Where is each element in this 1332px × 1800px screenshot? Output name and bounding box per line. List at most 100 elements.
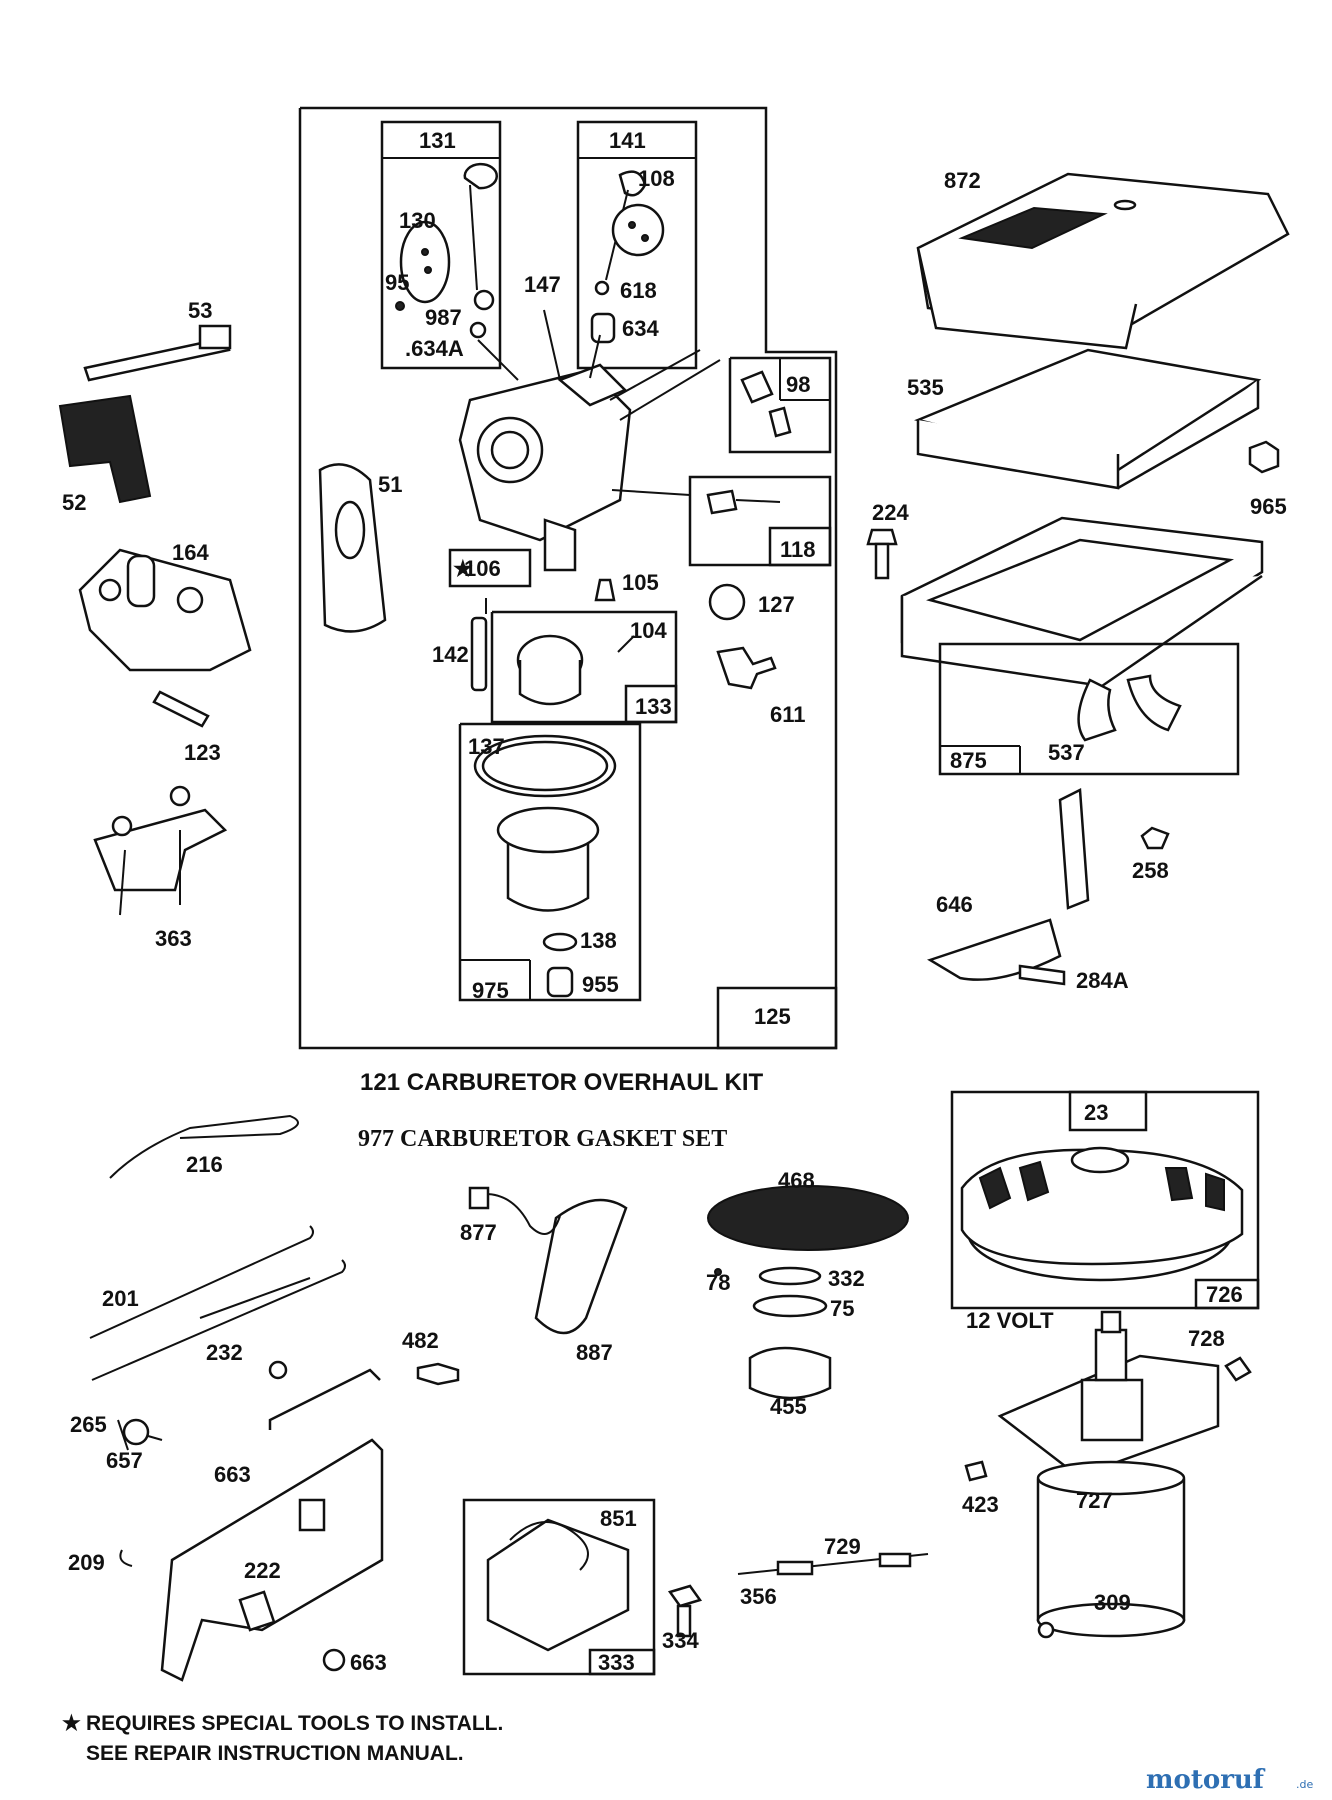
callout-51: 51 bbox=[378, 472, 402, 497]
pin-142-part bbox=[470, 616, 488, 692]
callout-618: 618 bbox=[620, 278, 657, 303]
screw-482-part bbox=[416, 1362, 460, 1386]
callout-164: 164 bbox=[172, 540, 209, 565]
throttle-plate-part bbox=[399, 220, 451, 304]
twelve-volt-caption: 12 VOLT bbox=[966, 1308, 1054, 1333]
callout-137: 137 bbox=[468, 734, 505, 759]
kit-box-851 bbox=[462, 1498, 656, 1676]
intake-164-part bbox=[78, 548, 252, 672]
callout-535: 535 bbox=[907, 375, 944, 400]
callout-975: 975 bbox=[472, 978, 509, 1003]
callout-52: 52 bbox=[62, 490, 86, 515]
kit-box-98 bbox=[728, 356, 832, 454]
nut-965-part bbox=[1248, 440, 1280, 474]
carburetor-body-part bbox=[458, 363, 632, 572]
callout-138: 138 bbox=[580, 928, 617, 953]
valve-105-part bbox=[594, 578, 616, 602]
callout-875: 875 bbox=[950, 748, 987, 773]
bowl-part bbox=[506, 836, 590, 912]
callout-75: 75 bbox=[830, 1296, 854, 1321]
callout-965: 965 bbox=[1250, 494, 1287, 519]
callout-663: 663 bbox=[350, 1650, 387, 1675]
callout-455: 455 bbox=[770, 1394, 807, 1419]
callout-106: 106 bbox=[464, 556, 501, 581]
kit-box-133 bbox=[490, 610, 678, 724]
callout-309: 309 bbox=[1094, 1590, 1131, 1615]
callout-265: 265 bbox=[70, 1412, 107, 1437]
callout-332: 332 bbox=[828, 1266, 865, 1291]
callout-147: 147 bbox=[524, 272, 561, 297]
screw-258-part bbox=[1140, 826, 1170, 850]
overhaul-kit-caption: 121 CARBURETOR OVERHAUL KIT bbox=[360, 1069, 764, 1096]
callout-728: 728 bbox=[1188, 1326, 1225, 1351]
gasket-52-part bbox=[58, 394, 152, 504]
callout-877: 877 bbox=[460, 1220, 497, 1245]
callout-634: 634 bbox=[622, 316, 659, 341]
callout-labels: 131 141 130 95 987 .634A 108 618 634 147… bbox=[62, 128, 1287, 1675]
kit-box-106 bbox=[448, 548, 532, 588]
callout-209: 209 bbox=[68, 1550, 105, 1575]
links-201-232-part bbox=[89, 1225, 346, 1381]
screw-284A-part bbox=[1018, 964, 1066, 986]
screen-468-part bbox=[707, 1185, 909, 1400]
callout-482: 482 bbox=[402, 1328, 439, 1353]
callout-105: 105 bbox=[622, 570, 659, 595]
watermark-suffix: .de bbox=[1296, 1778, 1313, 1791]
coil-887-part bbox=[468, 1186, 628, 1335]
footnote-line-1: REQUIRES SPECIAL TOOLS TO INSTALL. bbox=[86, 1712, 503, 1735]
screw-423-part bbox=[964, 1460, 988, 1482]
callout-131: 131 bbox=[419, 128, 456, 153]
callout-887: 887 bbox=[576, 1340, 613, 1365]
callout-356: 356 bbox=[740, 1584, 777, 1609]
ring-127-part bbox=[708, 583, 746, 621]
air-filter-535-part bbox=[914, 348, 1262, 490]
callout-108: 108 bbox=[638, 166, 675, 191]
callout-987: 987 bbox=[425, 305, 462, 330]
footnote-star-icon: ★ bbox=[62, 1712, 81, 1735]
bolt-53-part bbox=[83, 324, 232, 382]
kit-box-125 bbox=[716, 986, 838, 1050]
callout-726: 726 bbox=[1206, 1282, 1243, 1307]
callout-53: 53 bbox=[188, 298, 212, 323]
callout-78: 78 bbox=[706, 1270, 730, 1295]
callout-851: 851 bbox=[600, 1506, 637, 1531]
screw-224-part bbox=[866, 528, 898, 580]
air-cleaner-cover-872-part bbox=[916, 172, 1290, 350]
bracket-363-part bbox=[93, 785, 228, 916]
callout-23: 23 bbox=[1084, 1100, 1108, 1125]
callout-104: 104 bbox=[630, 618, 667, 643]
throttle-shaft-part bbox=[469, 184, 478, 291]
callout-663: 663 bbox=[214, 1462, 251, 1487]
callout-118: 118 bbox=[780, 537, 816, 562]
watermark-brand: motoruf bbox=[1146, 1765, 1266, 1795]
callout-141: 141 bbox=[609, 128, 646, 153]
kit-box-131 bbox=[380, 120, 502, 370]
callout-127: 127 bbox=[758, 592, 795, 617]
callout-872: 872 bbox=[944, 168, 981, 193]
callout-537: 537 bbox=[1048, 740, 1085, 765]
callout-95: 95 bbox=[385, 270, 409, 295]
choke-plate-part bbox=[611, 203, 665, 257]
callout-232: 232 bbox=[206, 1340, 243, 1365]
callout-125: 125 bbox=[754, 1004, 791, 1029]
fitting-611-part bbox=[716, 646, 777, 690]
callout-727: 727 bbox=[1076, 1488, 1113, 1513]
callout-955: 955 bbox=[582, 972, 619, 997]
air-cleaner-base-875-part bbox=[900, 516, 1264, 776]
control-bracket-part bbox=[117, 1360, 384, 1682]
callout-363: 363 bbox=[155, 926, 192, 951]
callout-333: 333 bbox=[598, 1650, 635, 1675]
callout-284A: 284A bbox=[1076, 968, 1129, 993]
kit-box-141 bbox=[576, 120, 698, 370]
callout-423: 423 bbox=[962, 1492, 999, 1517]
starter-309-part bbox=[997, 1310, 1220, 1639]
kit-box-975 bbox=[458, 722, 642, 1002]
callout-729: 729 bbox=[824, 1534, 861, 1559]
callout-216: 216 bbox=[186, 1152, 223, 1177]
callout-98: 98 bbox=[786, 372, 810, 397]
callout-142: 142 bbox=[432, 642, 469, 667]
footnote-line-2: SEE REPAIR INSTRUCTION MANUAL. bbox=[86, 1742, 464, 1765]
carburetor-kit-frame bbox=[298, 106, 838, 1050]
flywheel-box bbox=[950, 1090, 1260, 1310]
